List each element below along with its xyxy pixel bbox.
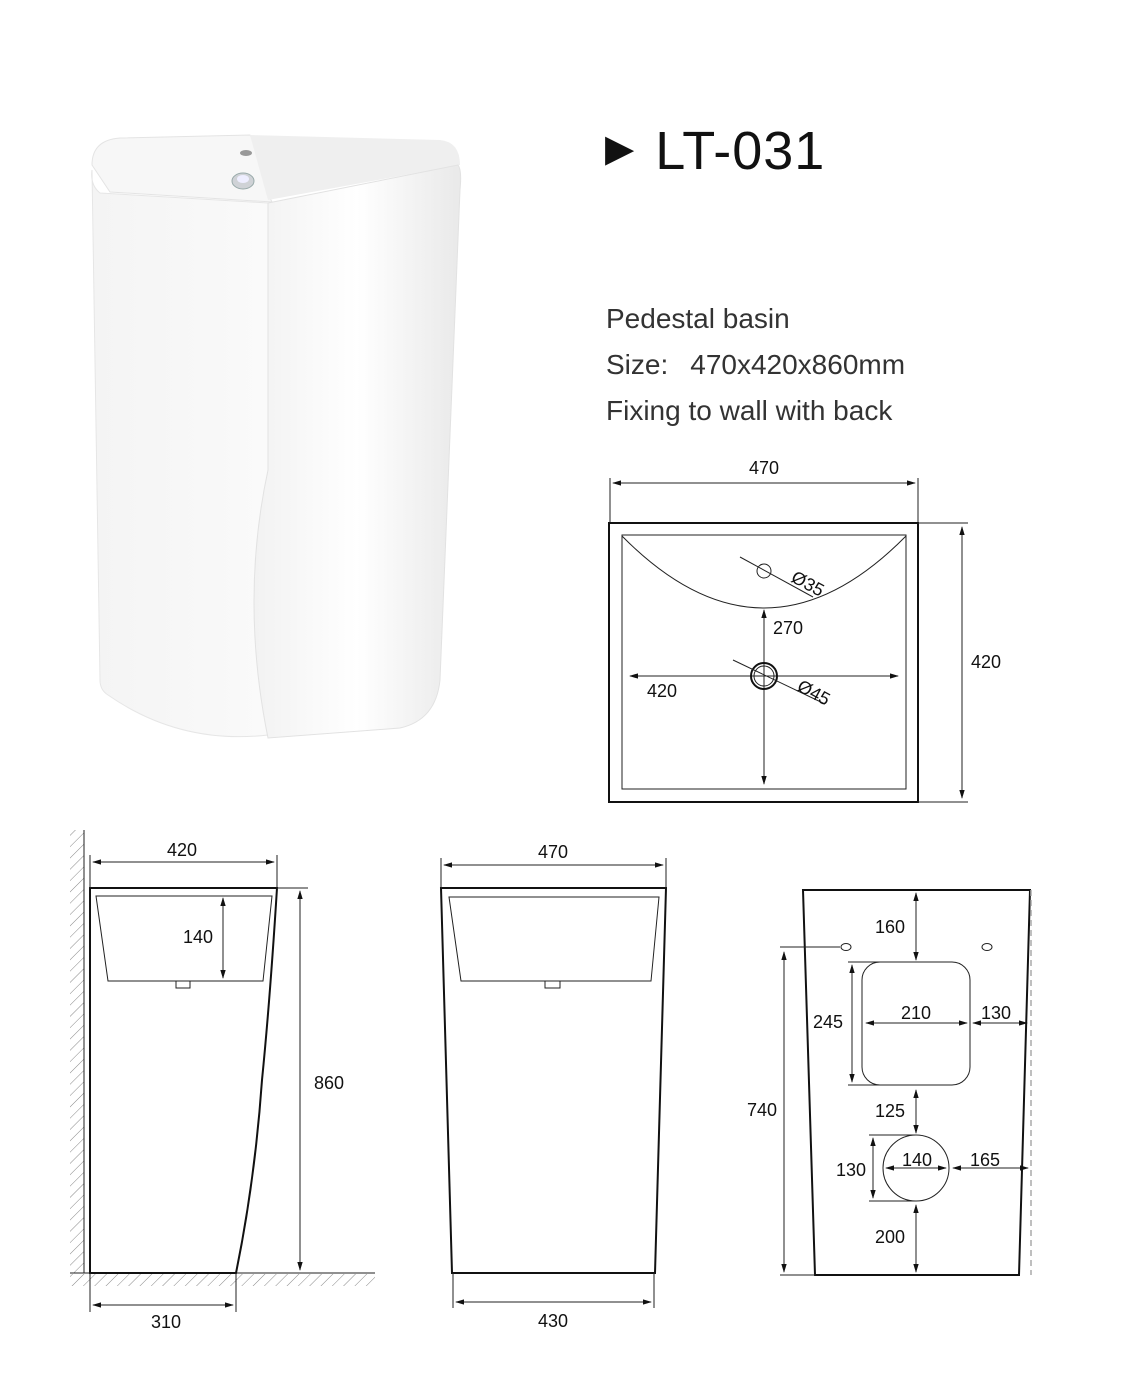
- product-fixing: Fixing to wall with back: [606, 395, 893, 426]
- round-side-label: 165: [970, 1150, 1000, 1170]
- drain-hole-label: Ø45: [794, 676, 833, 710]
- front-width-label: 470: [538, 842, 568, 862]
- round-to-floor-label: 200: [875, 1227, 905, 1247]
- size-label: Size:: [606, 349, 669, 380]
- front-view-drawing: 470 430: [439, 842, 668, 1331]
- back-view-drawing: 160 740 245 210 130 125 130 140 165 200: [747, 889, 1032, 1276]
- height-label: 860: [314, 1073, 344, 1093]
- opening-width-label: 210: [901, 1003, 931, 1023]
- round-width-label: 140: [902, 1150, 932, 1170]
- inner-span-label: 420: [647, 681, 677, 701]
- product-title: ▶ LT-031: [605, 120, 825, 182]
- model-number: LT-031: [655, 121, 826, 181]
- opening-height-label: 245: [813, 1012, 843, 1032]
- size-value: 470x420x860mm: [690, 349, 906, 380]
- tap-to-drain-label: 270: [773, 618, 803, 638]
- base-width-label: 430: [538, 1311, 568, 1331]
- gap-label: 125: [875, 1101, 905, 1121]
- top-depth-label: 420: [971, 652, 1001, 672]
- side-view-drawing: 420 140 860 310: [70, 830, 375, 1332]
- top-to-opening-label: 160: [875, 917, 905, 937]
- top-view-drawing: 470 420 Ø35 270 420 Ø45: [608, 458, 1001, 803]
- product-photo: [91, 134, 462, 739]
- opening-side-label: 130: [981, 1003, 1011, 1023]
- round-height-label: 130: [836, 1160, 866, 1180]
- product-size: Size: 470x420x860mm: [606, 349, 905, 381]
- tap-hole-label: Ø35: [788, 567, 827, 601]
- product-type: Pedestal basin: [606, 303, 790, 334]
- base-depth-label: 310: [151, 1312, 181, 1332]
- fixing-height-label: 740: [747, 1100, 777, 1120]
- top-width-label: 470: [749, 458, 779, 478]
- side-depth-label: 420: [167, 840, 197, 860]
- bowl-depth-label: 140: [183, 927, 213, 947]
- triangle-right-icon: ▶: [605, 128, 636, 170]
